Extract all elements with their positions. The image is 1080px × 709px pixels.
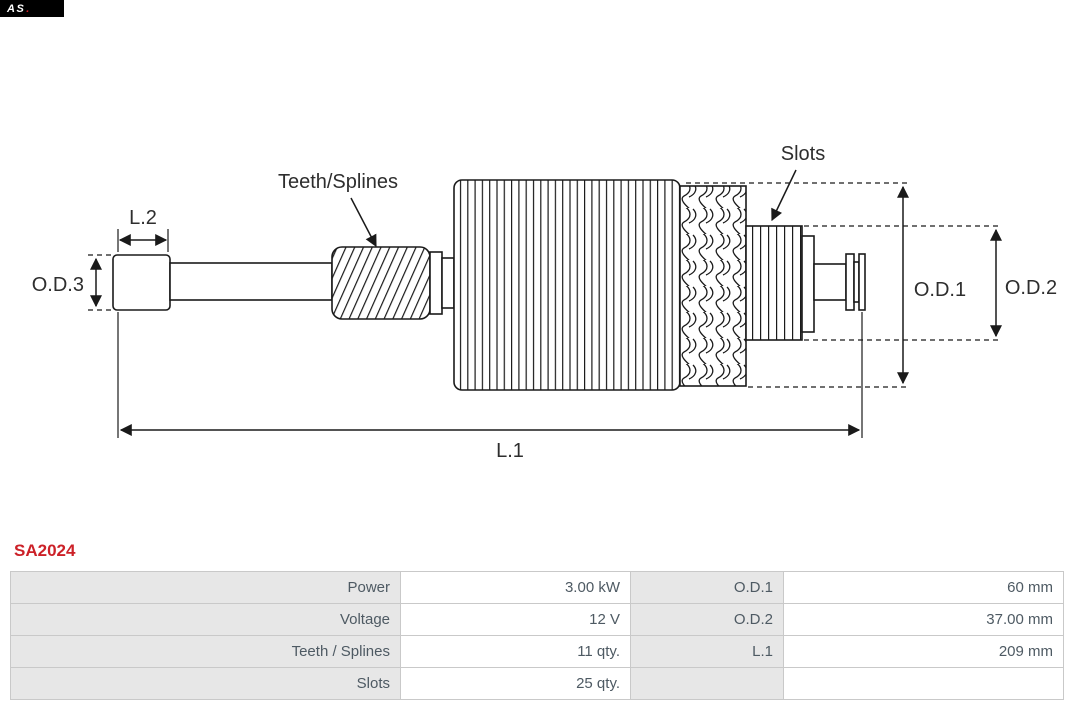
spec-label-l1: L.1 [630,635,784,668]
spec-value-od1: 60 mm [783,571,1064,604]
brand-logo-text: AS [7,2,26,15]
spec-label-power: Power [10,571,401,604]
table-row: Slots 25 qty. [10,667,1064,700]
spec-value-l1: 209 mm [783,635,1064,668]
callout-teeth-splines: Teeth/Splines [278,171,398,248]
spline-collar-2 [441,257,455,309]
spec-label-slots: Slots [10,667,401,700]
dim-od2: O.D.2 [804,225,1057,341]
dim-l2: L.2 [117,207,169,252]
spec-table: Power 3.00 kW O.D.1 60 mm Voltage 12 V O… [10,571,1064,700]
spec-label-od2: O.D.2 [630,603,784,636]
commutator [745,225,803,341]
spec-value-voltage: 12 V [400,603,631,636]
callout-slots: Slots [771,143,825,222]
spec-value-empty [783,667,1064,700]
commutator-ring [801,235,815,333]
spec-label-teeth-splines: Teeth / Splines [10,635,401,668]
dim-od1-label: O.D.1 [914,279,966,301]
spec-value-teeth-splines: 11 qty. [400,635,631,668]
dim-l2-label: L.2 [129,207,157,229]
spec-value-od2: 37.00 mm [783,603,1064,636]
dim-od1: O.D.1 [686,182,966,388]
spline-section [331,246,431,320]
part-number: SA2024 [14,541,76,560]
slots-label: Slots [781,143,825,165]
commutator-risers [679,185,747,387]
dim-od3-label: O.D.3 [32,274,84,296]
dim-od2-label: O.D.2 [1005,277,1057,299]
dim-od3: O.D.3 [32,254,112,311]
dim-l1: L.1 [117,312,863,462]
armature-body [112,179,866,391]
dim-l1-label: L.1 [496,440,524,462]
armature-diagram: O.D.3 L.2 Teeth/Splines Slots O.D.1 [32,143,1057,462]
shaft-right-flange [845,253,855,311]
brand-logo-dot: . [26,2,31,15]
spec-label-voltage: Voltage [10,603,401,636]
teeth-splines-label: Teeth/Splines [278,171,398,193]
spec-value-power: 3.00 kW [400,571,631,604]
spline-collar-1 [429,251,443,315]
shaft-left [169,262,333,301]
spec-value-slots: 25 qty. [400,667,631,700]
slots-arrow [771,169,797,222]
shaft-right-tip [858,253,866,311]
table-row: Power 3.00 kW O.D.1 60 mm [10,571,1064,604]
armature-core [453,179,681,391]
shaft-right [813,263,847,301]
spec-label-od1: O.D.1 [630,571,784,604]
spec-label-empty [630,667,784,700]
table-row: Teeth / Splines 11 qty. L.1 209 mm [10,635,1064,668]
shaft-left-end [112,254,171,311]
table-row: Voltage 12 V O.D.2 37.00 mm [10,603,1064,636]
teeth-splines-arrow [350,197,377,248]
brand-logo: AS. [0,0,64,17]
